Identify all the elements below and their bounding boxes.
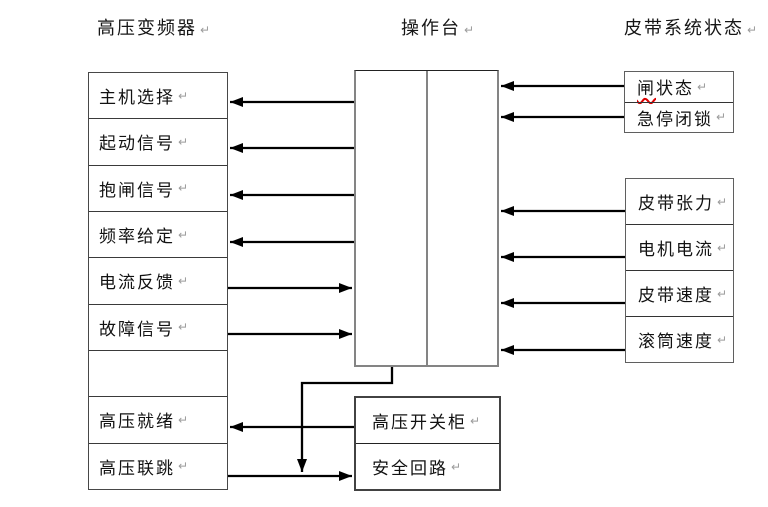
console-divider <box>426 71 428 365</box>
return-mark: ↵ <box>470 413 481 428</box>
row-drum-speed: 滚筒速度 ↵ <box>626 316 733 362</box>
row-label: 电机电流 <box>638 240 714 259</box>
misspelled-text: 闸 <box>637 79 656 99</box>
row-gate-status: 闸状态 ↵ <box>625 72 733 102</box>
row-label: 皮带张力 <box>638 194 714 213</box>
row-label: 高压就绪 <box>99 412 175 432</box>
title-text: 高压变频器 <box>97 18 197 38</box>
return-mark: ↵ <box>747 23 758 37</box>
row-label: 急停闭锁 <box>637 109 713 129</box>
title-text: 操作台 <box>401 18 461 38</box>
row-fault-signal: 故障信号 ↵ <box>89 303 227 350</box>
return-mark: ↵ <box>464 23 475 37</box>
return-mark: ↵ <box>717 332 728 347</box>
return-mark: ↵ <box>717 286 728 301</box>
row-start-signal: 起动信号 ↵ <box>89 118 227 164</box>
row-label: 高压开关柜 <box>372 413 467 432</box>
row-label: 皮带速度 <box>638 286 714 305</box>
row-estop-interlock: 急停闭锁 ↵ <box>625 101 733 133</box>
title-hv-inverter: 高压变频器 ↵ <box>97 14 210 40</box>
return-mark: ↵ <box>178 320 189 335</box>
return-mark: ↵ <box>178 134 189 149</box>
console-box <box>354 70 499 367</box>
row-label: 主机选择 <box>99 88 175 108</box>
row-hv-intertrip: 高压联跳 ↵ <box>89 442 227 489</box>
row-label: 高压联跳 <box>99 458 175 478</box>
return-mark: ↵ <box>178 227 189 242</box>
row-safety-loop: 安全回路 ↵ <box>356 443 499 489</box>
row-host-select: 主机选择 ↵ <box>89 73 227 118</box>
row-label-rest: 状态 <box>656 79 694 99</box>
return-mark: ↵ <box>178 181 189 196</box>
row-motor-current: 电机电流 ↵ <box>626 224 733 270</box>
row-label: 滚筒速度 <box>638 332 714 351</box>
return-mark: ↵ <box>200 23 211 37</box>
row-label: 起动信号 <box>99 134 175 154</box>
return-mark: ↵ <box>717 194 728 209</box>
row-frequency-setpoint: 频率给定 ↵ <box>89 210 227 257</box>
return-mark: ↵ <box>697 79 708 94</box>
title-belt-status: 皮带系统状态 ↵ <box>624 14 757 40</box>
belt-status-top-panel: 闸状态 ↵ 急停闭锁 ↵ <box>624 71 734 133</box>
hv-inverter-panel: 主机选择 ↵ 起动信号 ↵ 抱闸信号 ↵ 频率给定 ↵ 电流反馈 ↵ 故障信号 … <box>88 72 228 490</box>
title-text: 皮带系统状态 <box>624 18 744 38</box>
row-belt-speed: 皮带速度 ↵ <box>626 270 733 316</box>
return-mark: ↵ <box>178 273 189 288</box>
return-mark: ↵ <box>717 240 728 255</box>
row-hv-ready: 高压就绪 ↵ <box>89 396 227 442</box>
row-hv-switchgear: 高压开关柜 ↵ <box>356 398 499 443</box>
return-mark: ↵ <box>451 459 462 474</box>
row-label: 电流反馈 <box>99 273 175 293</box>
row-label: 故障信号 <box>99 319 175 339</box>
return-mark: ↵ <box>178 88 189 103</box>
row-current-feedback: 电流反馈 ↵ <box>89 257 227 303</box>
row-empty <box>89 349 227 396</box>
return-mark: ↵ <box>178 459 189 474</box>
return-mark: ↵ <box>178 412 189 427</box>
title-console: 操作台 ↵ <box>401 14 474 40</box>
row-brake-signal: 抱闸信号 ↵ <box>89 164 227 211</box>
row-belt-tension: 皮带张力 ↵ <box>626 179 733 224</box>
return-mark: ↵ <box>716 110 727 125</box>
row-label: 闸状态 <box>637 74 694 99</box>
row-label: 抱闸信号 <box>99 180 175 200</box>
switchgear-panel: 高压开关柜 ↵ 安全回路 ↵ <box>354 396 501 491</box>
row-label: 频率给定 <box>99 227 175 247</box>
belt-status-bottom-panel: 皮带张力 ↵ 电机电流 ↵ 皮带速度 ↵ 滚筒速度 ↵ <box>625 178 734 363</box>
row-label: 安全回路 <box>372 459 448 478</box>
